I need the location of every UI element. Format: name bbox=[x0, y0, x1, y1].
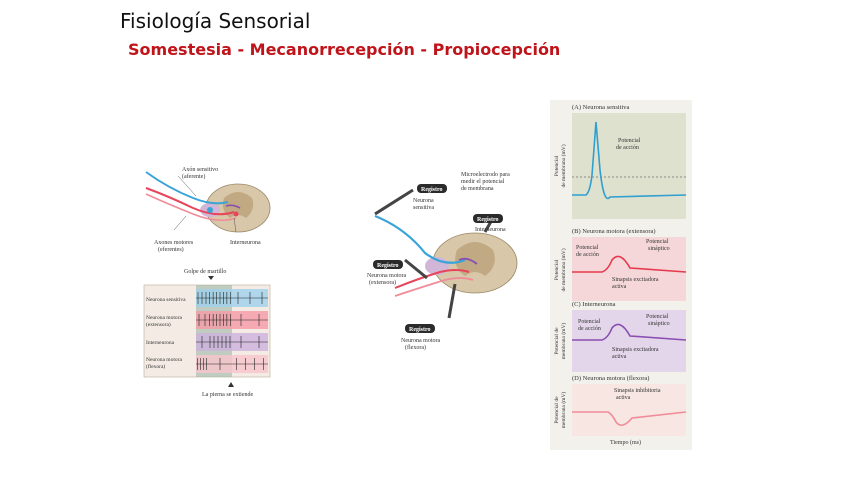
panel-c-annot-1a: Potencial bbox=[578, 319, 601, 325]
panel-d-title: (D) Neurona motora (flexora) bbox=[572, 375, 649, 382]
registro-tag-1: Registro bbox=[421, 187, 443, 193]
ylabel-c-2: membrana (mV) bbox=[560, 323, 567, 360]
label-motora-flex-2: (flexora) bbox=[405, 344, 426, 351]
panel-b-annot-2a: Potencial bbox=[646, 239, 669, 245]
slide-title: Fisiología Sensorial bbox=[120, 9, 311, 33]
label-microelectrodo-3: de membrana bbox=[461, 186, 494, 192]
label-axones-motores: Axones motores bbox=[154, 240, 194, 246]
ylabel-a-2: de membrana (mV) bbox=[560, 144, 567, 187]
panel-b-annot-2b: sináptico bbox=[648, 246, 670, 252]
label-microelectrodo-1: Microelectrodo para bbox=[461, 172, 510, 178]
label-motora-ext-1: Neurona motora bbox=[367, 273, 406, 279]
registro-tag-3: Registro bbox=[377, 263, 399, 269]
registro-tag-4: Registro bbox=[409, 327, 431, 333]
label-pierna: La pierna se extiende bbox=[202, 392, 253, 398]
label-interneurona-mid: Interneurona bbox=[475, 227, 506, 233]
reflex-arc-diagram: Axón sensitivo (aferente) Axones motores… bbox=[145, 167, 271, 253]
trace-b bbox=[572, 255, 687, 273]
trace-a bbox=[572, 121, 687, 200]
row-label-motora-flex-2: (flexora) bbox=[146, 363, 165, 370]
panel-a-title: (A) Neurona sensitiva bbox=[572, 104, 630, 111]
panel-c-title: (C) Interneurona bbox=[572, 301, 616, 308]
row-label-motora-ext: Neurona motora bbox=[146, 315, 182, 321]
ylabel-c-1: Potencial de bbox=[554, 327, 560, 355]
label-aferente: (aferente) bbox=[182, 173, 205, 180]
panel-b-annot-3b: activa bbox=[612, 284, 627, 290]
panel-b-annot-1a: Potencial bbox=[576, 245, 599, 251]
panel-a-annot-1: Potencial bbox=[618, 138, 641, 144]
label-golpe: Golpe de martillo bbox=[184, 269, 226, 275]
xlabel-tiempo: Tiempo (ms) bbox=[610, 439, 641, 446]
row-label-motora-flex: Neurona motora bbox=[146, 357, 182, 363]
panel-b-annot-3a: Sinapsis excitadora bbox=[612, 277, 659, 283]
row-label-motora-ext-2: (extensora) bbox=[146, 321, 171, 328]
panel-d-annot-1: Sinapsis inhibitoria bbox=[614, 388, 661, 394]
label-microelectrodo-2: medir el potencial bbox=[461, 179, 505, 185]
ylabel-b-1: Potencial bbox=[554, 259, 560, 280]
ylabel-d-1: Potencial de bbox=[554, 396, 560, 424]
panel-c-annot-3b: activa bbox=[612, 354, 627, 360]
ylabel-d-2: membrana (mV) bbox=[560, 392, 567, 429]
label-motora-flex-1: Neurona motora bbox=[401, 338, 440, 344]
row-label-interneurona: Interneurona bbox=[146, 340, 175, 346]
registro-tag-2: Registro bbox=[477, 217, 499, 223]
label-interneurona: Interneurona bbox=[230, 240, 261, 246]
spike-train-panel: Golpe de martillo Neurona sensitiva Neur… bbox=[143, 269, 271, 398]
panel-a-annot-2: de acción bbox=[616, 145, 639, 151]
ylabel-a-1: Potencial bbox=[554, 155, 560, 176]
panel-b-annot-1b: de acción bbox=[576, 252, 599, 258]
panel-c-annot-2b: sináptico bbox=[648, 321, 670, 327]
panel-c-annot-2a: Potencial bbox=[646, 314, 669, 320]
label-motora-ext-2: (extensora) bbox=[369, 279, 396, 286]
recording-diagram: Registro Registro Registro Registro Neur… bbox=[367, 172, 518, 351]
ylabel-b-2: de membrana (mV) bbox=[560, 248, 567, 291]
label-neurona-sensitiva-2: sensitiva bbox=[413, 205, 434, 211]
label-axon-sensitivo: Axón sensitivo bbox=[182, 167, 218, 173]
label-neurona-sensitiva-1: Neurona bbox=[413, 198, 434, 204]
label-eferentes: (eferentes) bbox=[158, 246, 184, 253]
membrane-potential-panels: (A) Neurona sensitiva Potencial de acció… bbox=[550, 100, 692, 450]
panel-c-annot-3a: Sinapsis excitadora bbox=[612, 347, 659, 353]
panel-b-title: (B) Neurona motora (extensora) bbox=[572, 228, 656, 235]
slide-subtitle: Somestesia - Mecanorrecepción - Propioce… bbox=[128, 40, 561, 59]
panel-c-annot-1b: de acción bbox=[578, 326, 601, 332]
panel-d-annot-2: activa bbox=[616, 395, 631, 401]
trace-d bbox=[572, 411, 687, 426]
trace-c bbox=[572, 323, 687, 341]
row-label-sensitiva: Neurona sensitiva bbox=[146, 297, 186, 303]
